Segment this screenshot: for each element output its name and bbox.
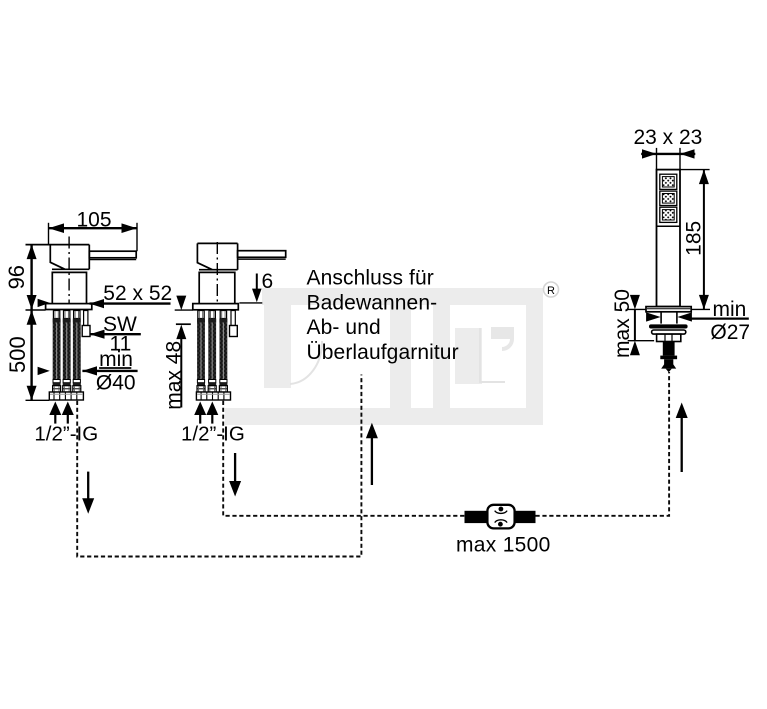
- svg-text:Ø27: Ø27: [710, 321, 750, 344]
- svg-text:23 x 23: 23 x 23: [633, 126, 702, 149]
- svg-text:105: 105: [76, 209, 111, 232]
- svg-text:R: R: [547, 285, 555, 297]
- svg-text:6: 6: [262, 270, 274, 293]
- svg-text:1/2”-IG: 1/2”-IG: [34, 422, 98, 445]
- svg-text:1/2”-IG: 1/2”-IG: [181, 422, 245, 445]
- svg-text:max 50: max 50: [611, 289, 634, 358]
- svg-text:min: min: [99, 348, 133, 371]
- svg-text:Badewannen-: Badewannen-: [307, 291, 438, 314]
- svg-text:min: min: [713, 298, 747, 321]
- svg-text:52 x 52: 52 x 52: [103, 282, 172, 305]
- svg-text:185: 185: [682, 221, 705, 256]
- svg-text:max 1500: max 1500: [456, 534, 551, 557]
- svg-text:max 48: max 48: [162, 341, 185, 410]
- svg-text:Ø40: Ø40: [96, 371, 136, 394]
- svg-text:Ab- und: Ab- und: [307, 316, 381, 339]
- svg-text:Überlaufgarnitur: Überlaufgarnitur: [307, 341, 459, 364]
- svg-text:500: 500: [5, 336, 30, 373]
- svg-text:SW: SW: [103, 313, 137, 336]
- svg-text:11: 11: [110, 332, 132, 355]
- svg-text:Anschluss für: Anschluss für: [307, 267, 434, 290]
- svg-text:96: 96: [4, 265, 29, 289]
